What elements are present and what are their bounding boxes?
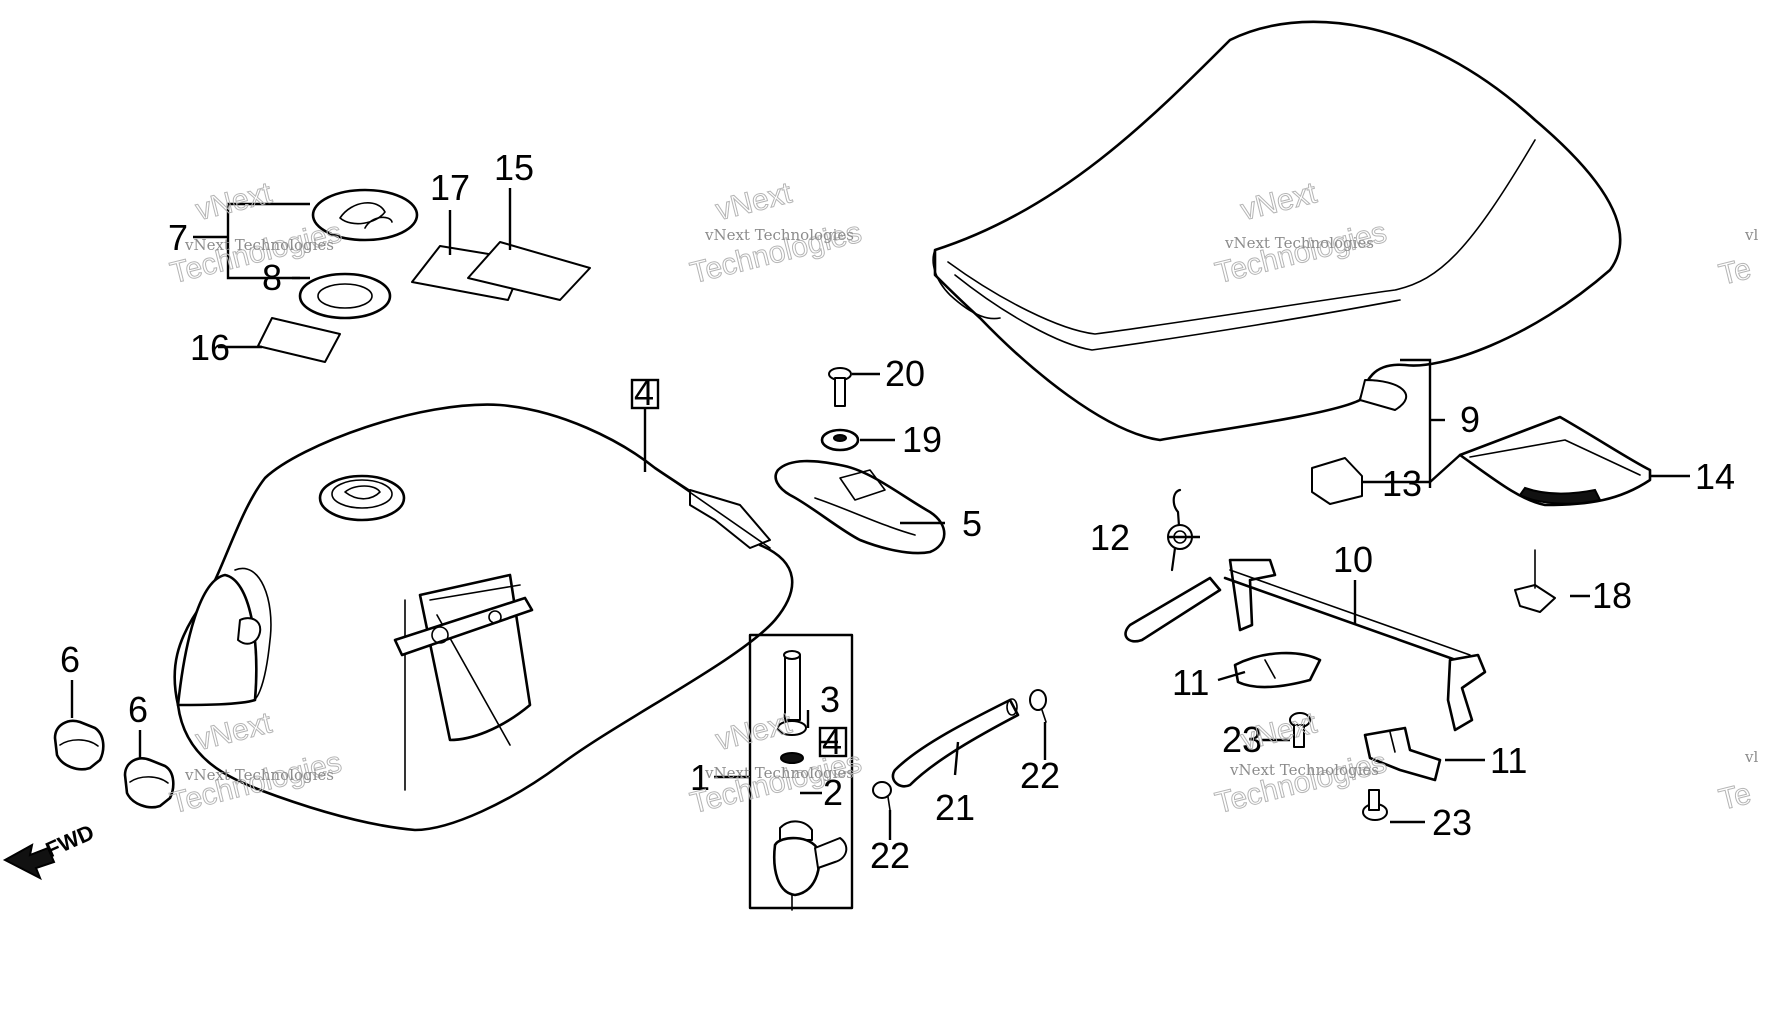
- fuel-hose: [891, 698, 1020, 788]
- cap-gasket: [298, 272, 392, 320]
- watermark-edge-small: vl: [1744, 748, 1758, 766]
- fuel-cock-assembly: [748, 633, 854, 911]
- watermark-1: vNext Technologies vNext Technologies: [167, 176, 346, 291]
- watermark-edge-big: Te: [1716, 252, 1755, 292]
- emblem-16: [257, 317, 341, 363]
- callout-23-upper: 23: [1222, 719, 1262, 760]
- callout-16: 16: [190, 327, 230, 368]
- callout-3: 3: [820, 679, 840, 720]
- cap-nut-right: [123, 757, 175, 809]
- bolt-upper: [1289, 712, 1311, 748]
- callout-21: 21: [935, 787, 975, 828]
- callout-2: 2: [823, 772, 843, 813]
- callout-9: 9: [1460, 399, 1480, 440]
- watermark-line: vNext Technologies: [704, 764, 854, 782]
- callout-22-left: 22: [870, 835, 910, 876]
- callout-17: 17: [430, 167, 470, 208]
- callout-20: 20: [885, 353, 925, 394]
- seat-catch: [1311, 457, 1363, 505]
- callout-19: 19: [902, 419, 942, 460]
- callout-15: 15: [494, 147, 534, 188]
- callout-1: 1: [690, 757, 710, 798]
- bolt-lower: [1362, 789, 1388, 821]
- rod-bracket-lower: [1363, 726, 1442, 782]
- watermark-line: vNext: [713, 706, 796, 757]
- fwd-arrow: FWD: [2, 819, 98, 881]
- watermark-line: vNext: [713, 176, 796, 227]
- rod-bracket-upper: [1233, 651, 1322, 689]
- hose-clip-left: [872, 781, 892, 811]
- watermark-2: vNext Technologies vNext Technologies: [687, 176, 866, 291]
- callout-6-right: 6: [128, 689, 148, 730]
- callout-10: 10: [1333, 539, 1373, 580]
- callout-23-lower: 23: [1432, 802, 1472, 843]
- watermark-line: vNext: [193, 176, 276, 227]
- callout-7: 7: [168, 217, 188, 258]
- hose-clip-right: [1029, 689, 1047, 723]
- emblem-15: [467, 241, 591, 301]
- callout-5: 5: [962, 503, 982, 544]
- cap-nut-left: [53, 719, 105, 771]
- watermark-line: vNext Technologies: [1229, 761, 1379, 779]
- seat: [932, 20, 1622, 442]
- callout-11-upper: 11: [1172, 662, 1209, 703]
- wing-nut: [1514, 549, 1556, 613]
- watermark-edge-small: vl: [1744, 226, 1758, 244]
- fwd-label: FWD: [42, 819, 98, 862]
- fuel-tank: [173, 403, 794, 832]
- watermark-line: vNext: [1238, 706, 1321, 757]
- tool-tray: [1458, 415, 1652, 507]
- callout-6-left: 6: [60, 639, 80, 680]
- filler-cap: [311, 188, 419, 242]
- watermark-edge-big: Te: [1716, 777, 1755, 817]
- callout-18: 18: [1592, 575, 1632, 616]
- callout-8: 8: [262, 257, 282, 298]
- latch-spring: [1167, 488, 1193, 572]
- mount-bolt: [828, 367, 852, 407]
- mount-rubber: [820, 428, 860, 452]
- callout-13: 13: [1382, 463, 1422, 504]
- leader-lines: [70, 188, 1690, 840]
- tank-mount-bracket: [774, 459, 946, 555]
- callouts: 1 2 3 4 4 5 6 6 7 8 9 10 11 11 12 13 14 …: [60, 147, 1735, 876]
- watermark-line: vNext Technologies: [184, 236, 334, 254]
- watermark-line: vNext Technologies: [704, 226, 854, 244]
- callout-12: 12: [1090, 517, 1130, 558]
- watermark-line: vNext Technologies: [184, 766, 334, 784]
- callout-11-lower: 11: [1490, 740, 1527, 781]
- callout-4-tank: 4: [634, 372, 654, 413]
- callout-14: 14: [1695, 456, 1735, 497]
- seat-lock-rod: [1124, 558, 1487, 732]
- callout-4-cock: 4: [822, 721, 842, 762]
- watermark-line: vNext Technologies: [1224, 234, 1374, 252]
- callout-22-right: 22: [1020, 755, 1060, 796]
